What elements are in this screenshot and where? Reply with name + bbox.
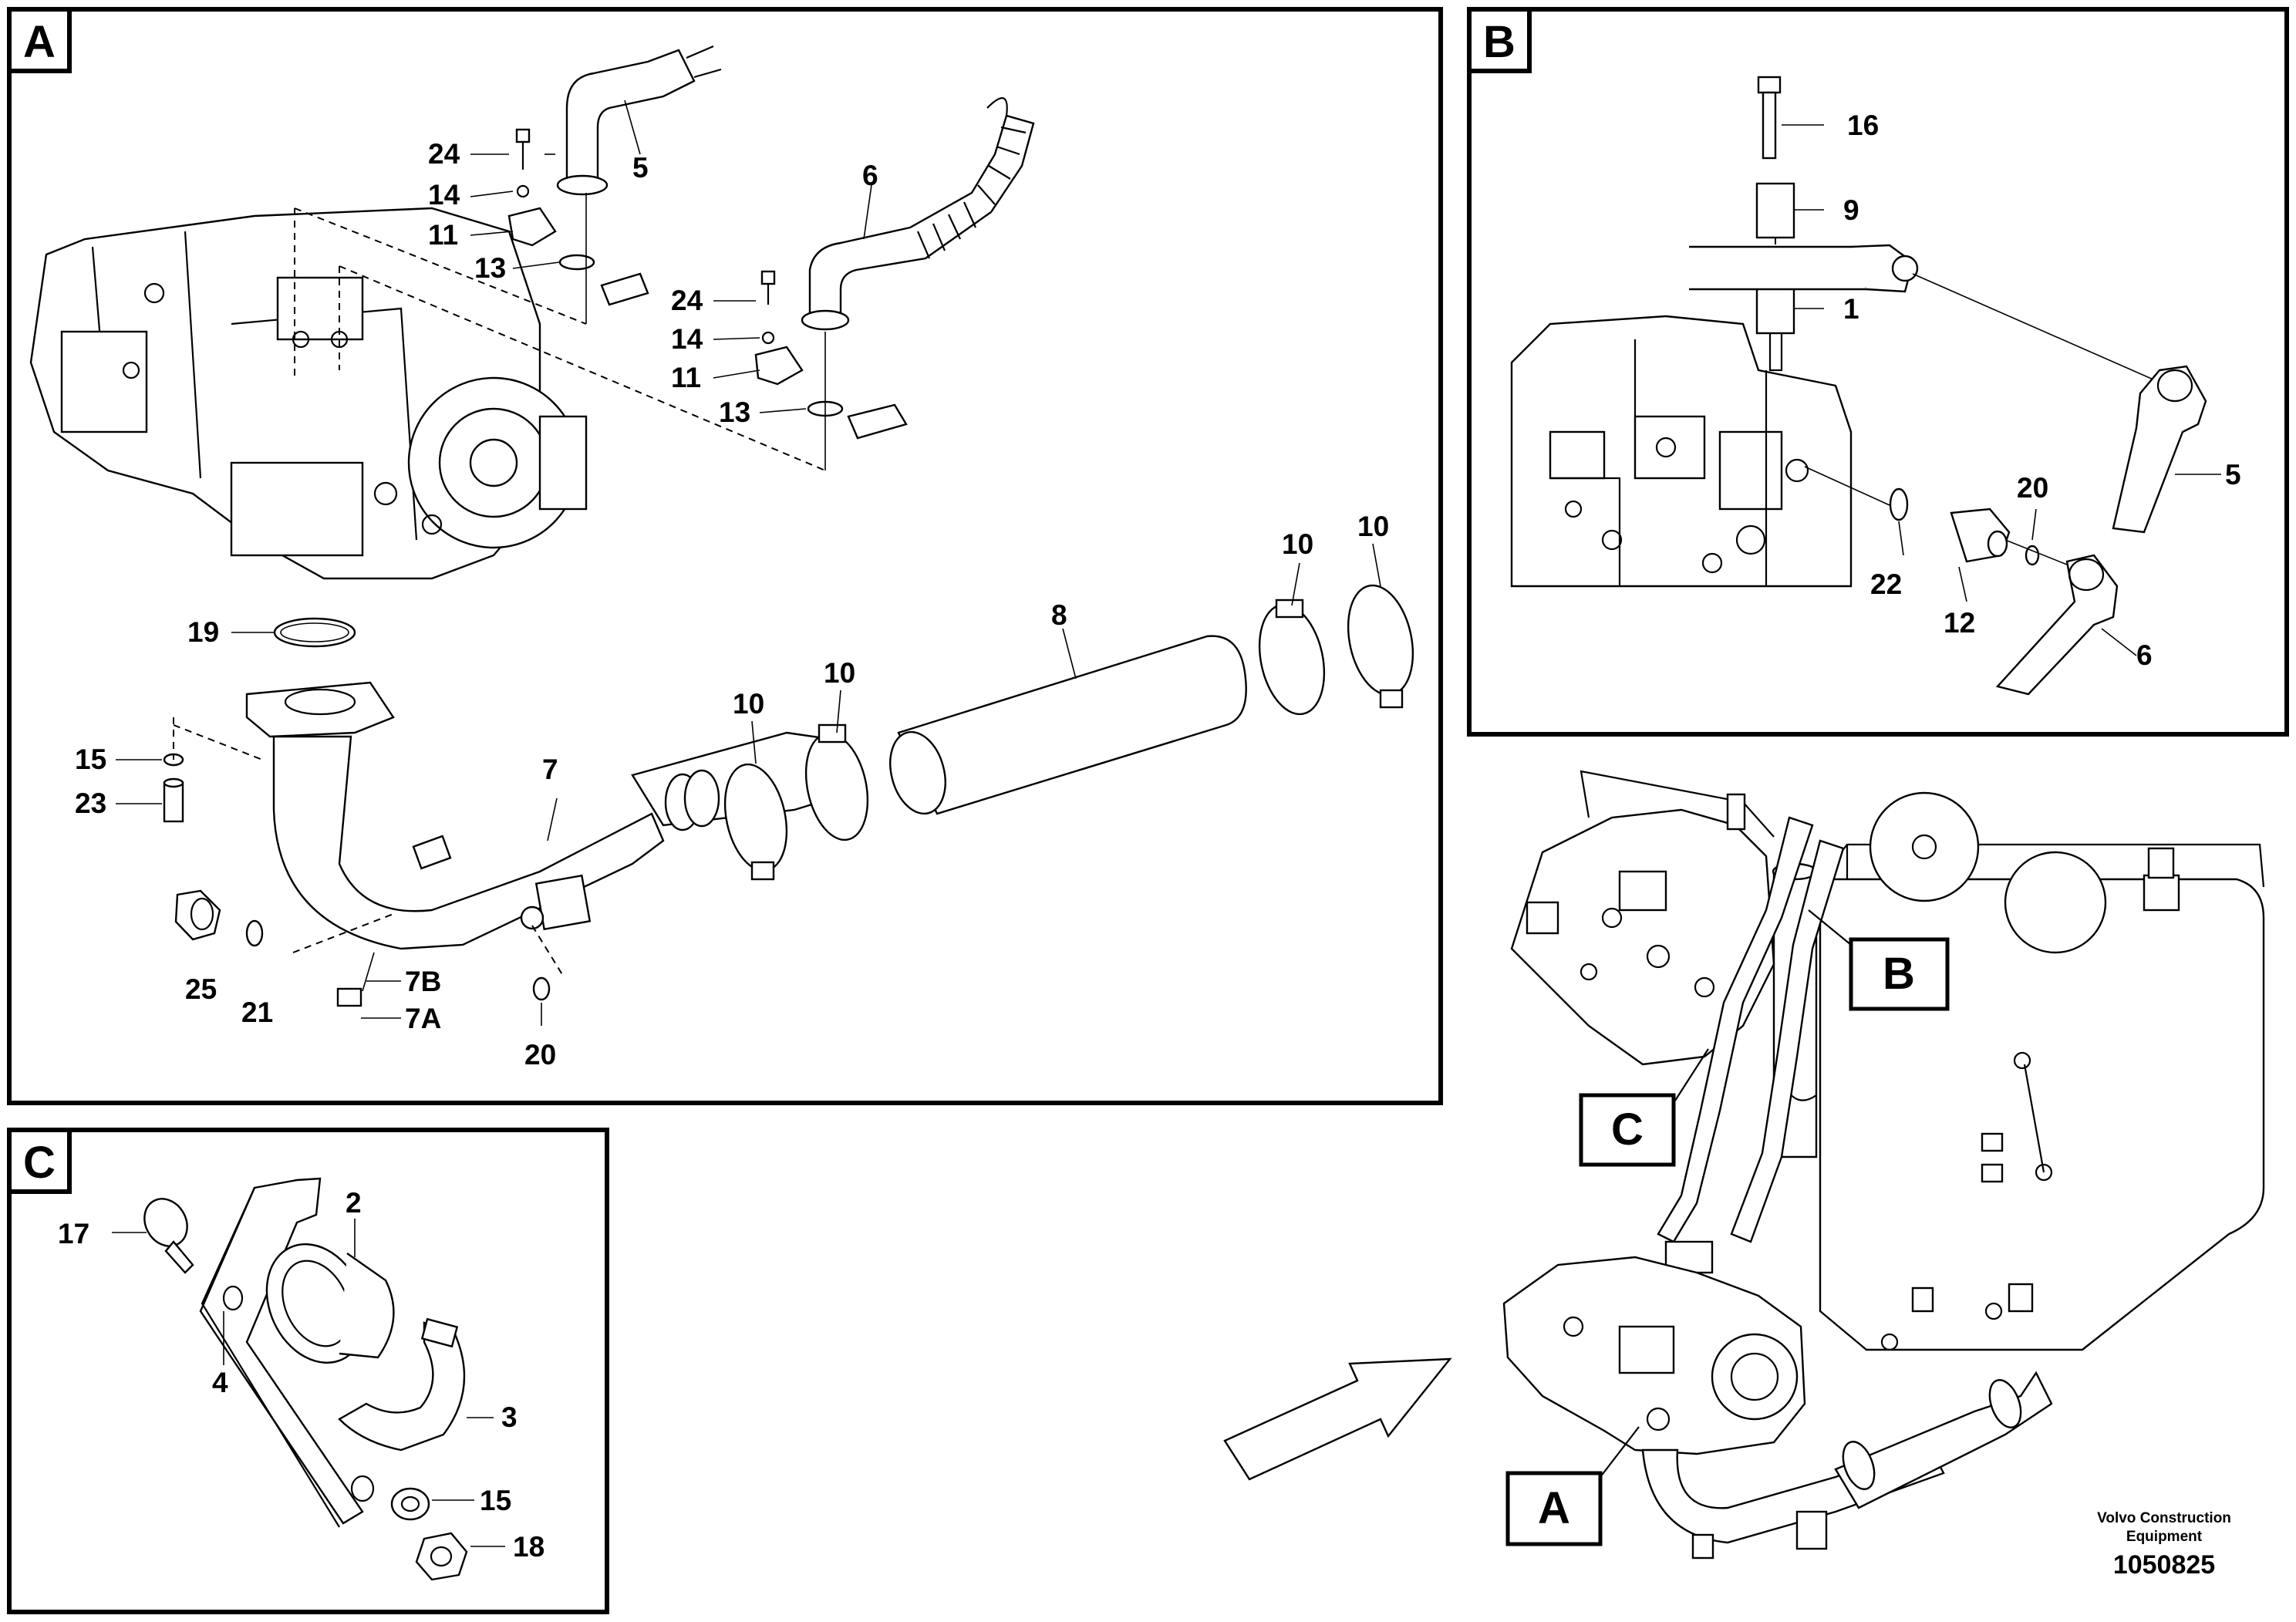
callout-6-a: 6 [862,160,878,191]
callout-22: 22 [1870,568,1902,600]
callout-8: 8 [1051,599,1067,631]
callout-24-a2: 24 [671,285,703,316]
callout-15-a: 15 [75,744,106,775]
callout-1: 1 [1843,293,1859,325]
footer-caption: Volvo Construction Equipment 1050825 [2097,1510,2231,1580]
fasteners-a [163,717,564,1001]
svg-text:A: A [1538,1483,1570,1533]
callout-10-a4: 10 [1357,511,1389,542]
overview-label-b: B [1808,909,1950,1011]
clamp-3 [338,1317,494,1452]
callout-19: 19 [187,616,219,648]
callout-25: 25 [185,973,217,1005]
control-valve-b [1510,315,1890,588]
panel-a-letter: A [23,17,56,67]
callout-18: 18 [513,1531,544,1563]
panel-c: C [7,1128,609,1614]
callout-9: 9 [1843,194,1859,226]
callouts-a: 24 14 11 13 5 6 24 14 11 13 19 15 23 7 8… [75,138,1389,1071]
bushing-2 [265,1219,395,1364]
hydraulic-pump [29,207,588,580]
fitting-12 [1889,487,2083,602]
flange-clamp-group-2 [754,270,908,440]
callout-2: 2 [346,1187,362,1219]
callout-13-a: 13 [474,252,506,284]
callout-23: 23 [75,787,106,819]
tube-8 [889,635,1247,815]
company-line-1: Volvo Construction [2097,1510,2231,1526]
callout-6-b: 6 [2136,639,2153,671]
panel-c-letter: C [23,1138,56,1188]
overview-assembly: B C A [1223,770,2265,1560]
svg-text:B: B [1883,949,1915,999]
callout-3: 3 [501,1401,518,1433]
callout-14-a: 14 [428,179,460,211]
callout-7a: 7A [405,1003,441,1034]
callout-10-a2: 10 [824,657,855,689]
overview-label-c: C [1579,1048,1709,1167]
callout-21: 21 [241,996,273,1028]
nut-18 [415,1532,505,1581]
flange-clamp-group-1 [507,128,649,306]
svg-text:C: C [1611,1104,1644,1155]
clamp-plate-4 [199,1177,375,1528]
hose-6-b [1995,554,2137,696]
hose-6-a [801,97,1035,331]
callout-16: 16 [1847,110,1879,141]
drawing-number: 1050825 [2113,1550,2215,1580]
callout-11-a2: 11 [671,362,701,393]
callout-12: 12 [1944,607,1975,639]
panel-b: B [1467,7,2289,737]
callout-11-a: 11 [428,219,458,251]
callout-10-a1: 10 [733,688,764,720]
callout-7b: 7B [405,966,441,997]
company-line-2: Equipment [2126,1529,2203,1545]
panel-b-letter: B [1483,17,1515,67]
bolt-16 [1757,76,1824,160]
callout-20-b: 20 [2017,472,2048,504]
callout-4: 4 [212,1367,228,1398]
callout-20-a: 20 [524,1039,556,1071]
callout-13-a2: 13 [719,396,750,428]
callout-15-c: 15 [480,1485,511,1516]
washer-15-c [390,1487,474,1521]
callout-17: 17 [58,1218,89,1249]
split-flange-9 [1755,182,1824,239]
callouts-c: 17 2 4 3 15 18 [58,1187,544,1563]
callout-7: 7 [542,754,558,785]
screw-17 [112,1198,194,1274]
hose-5-a [556,45,722,196]
callout-5-a: 5 [632,152,649,184]
callout-10-a3: 10 [1282,528,1313,560]
callouts-b: 16 9 1 5 20 22 12 6 [1843,110,2241,671]
clamps-10 [723,584,1414,881]
view-direction-arrow [1223,1357,1452,1481]
overview-label-a: A [1505,1426,1640,1546]
callout-14-a2: 14 [671,323,703,355]
callout-24-a: 24 [428,138,460,170]
callout-leaders-a [116,99,1381,1026]
panel-a: A [7,7,1443,1105]
hose-5-b [1689,244,2221,534]
callout-5-b: 5 [2225,459,2241,491]
